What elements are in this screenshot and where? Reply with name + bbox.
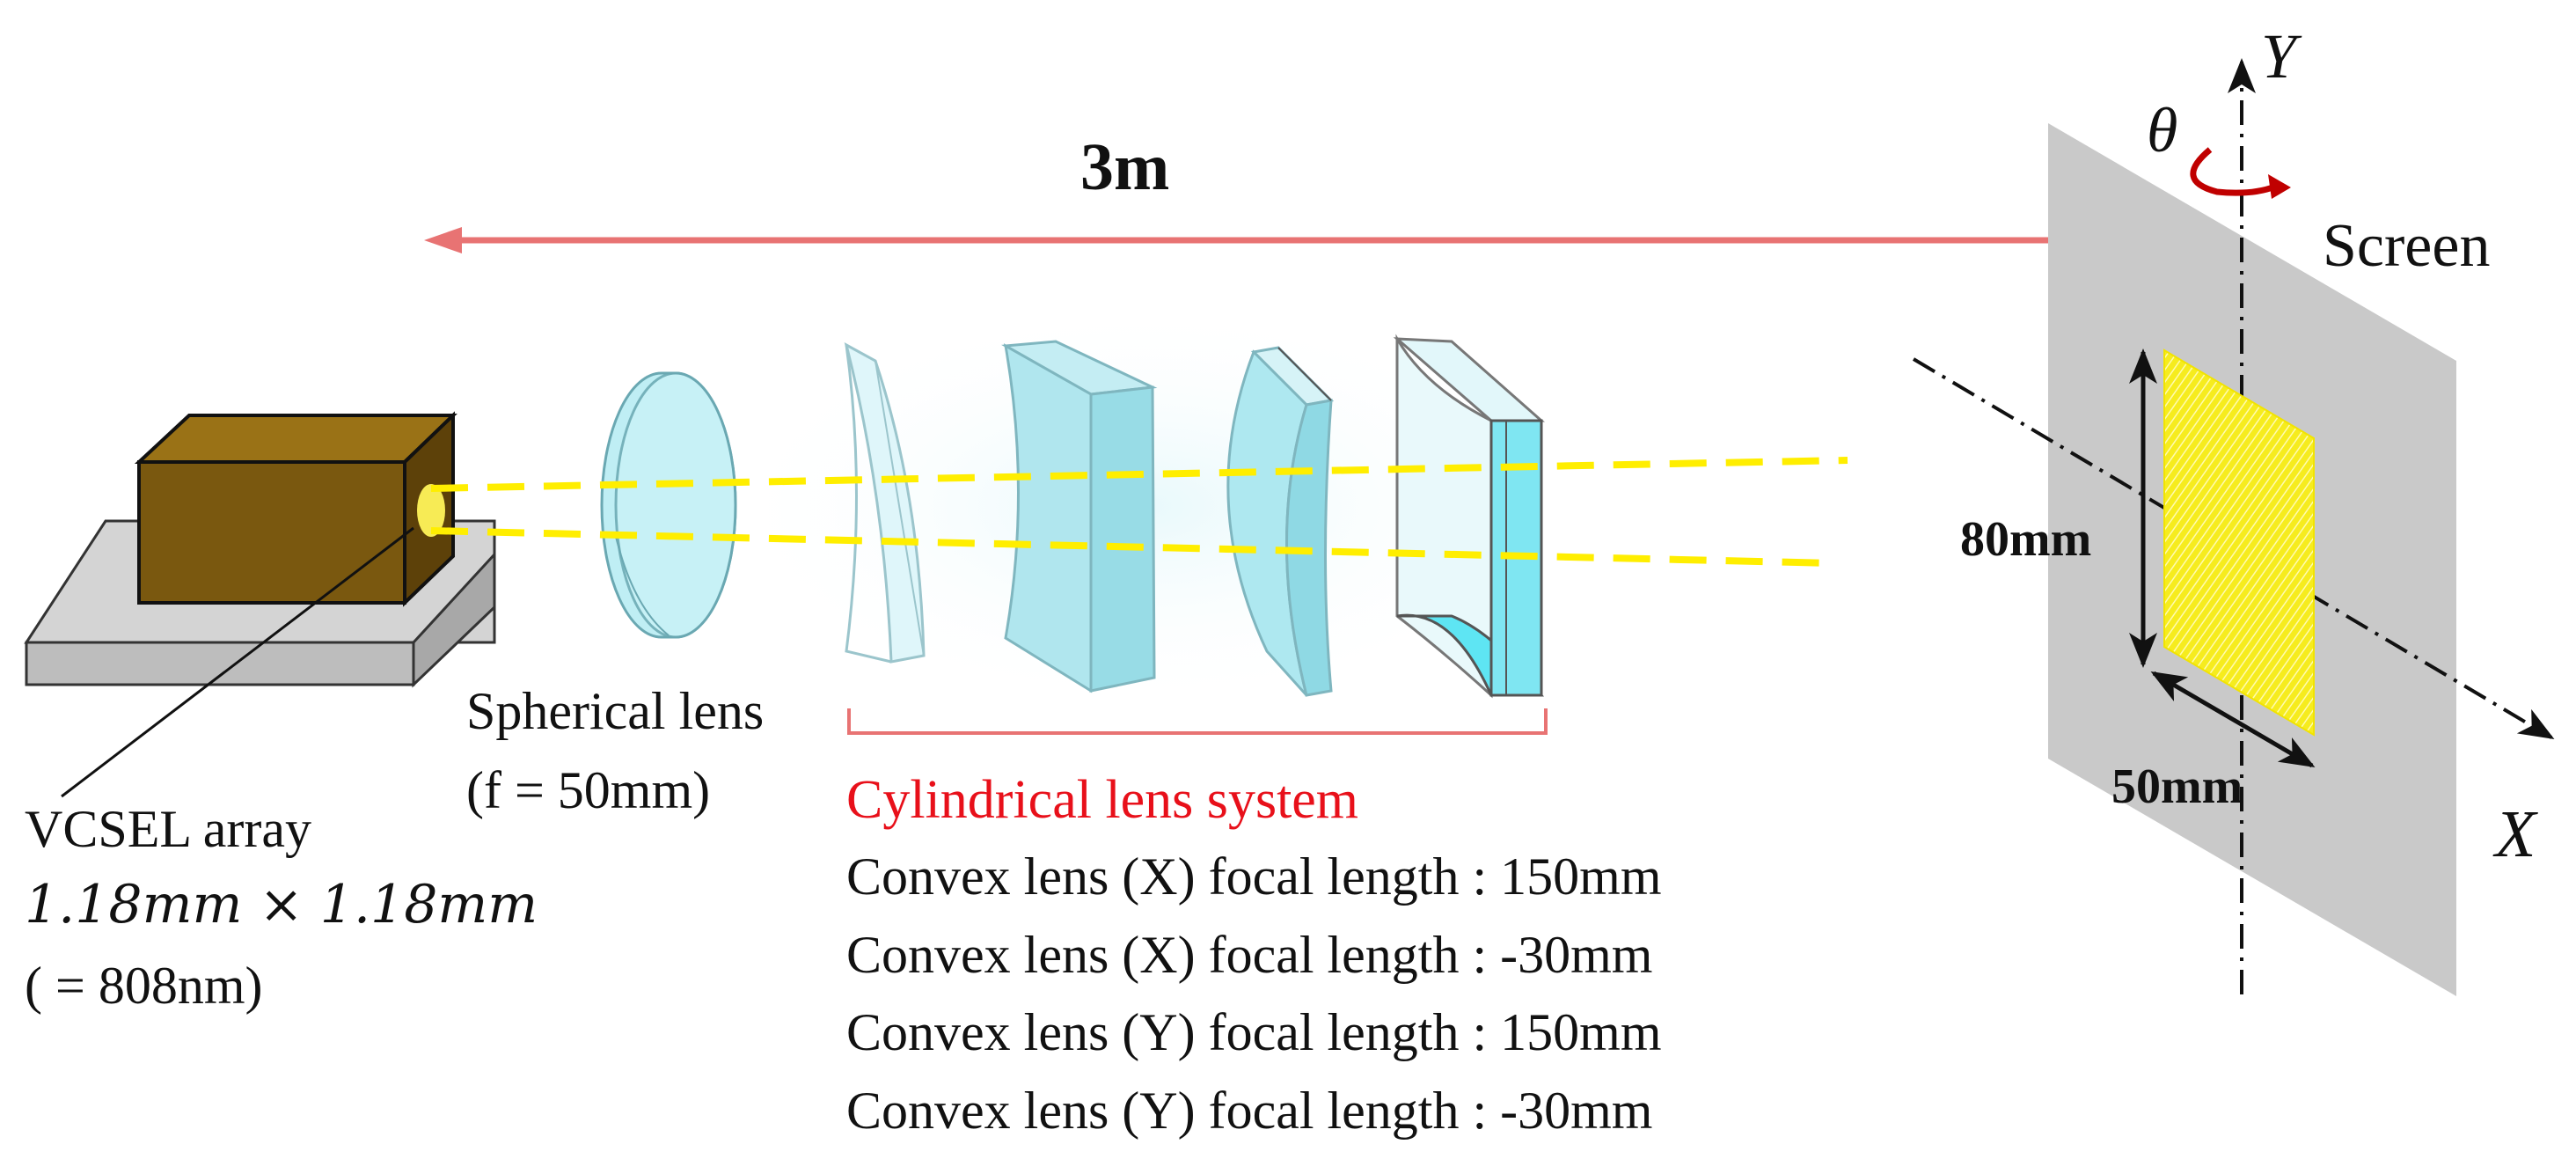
cylindrical-lens-1 [844,342,926,664]
laser-beam [430,457,1848,567]
vcsel-wavelength: ( = 808nm) [25,957,263,1015]
distance-label: 3m [1080,130,1170,204]
cylindrical-system-title: Cylindrical lens system [846,770,1359,830]
vcsel-title: VCSEL array [25,800,312,858]
theta-label: θ [2147,95,2178,165]
cylindrical-line-4: Convex lens (Y) focal length : -30mm [846,1082,1653,1140]
vcsel-pointer-line [61,526,414,798]
cylindrical-line-2: Convex lens (X) focal length : -30mm [846,926,1653,984]
cylindrical-lens-4 [1393,334,1545,699]
width-dimension-arrow [2150,671,2316,768]
y-axis-label: Y [2261,21,2297,92]
rotation-arrow [2190,147,2291,199]
distance-arrow [424,227,2224,253]
spherical-lens [600,371,737,639]
cylindrical-lens-2 [1001,340,1158,693]
width-dimension-label: 50mm [2111,759,2243,814]
height-dimension-label: 80mm [1960,512,2092,567]
cylindrical-line-3: Convex lens (Y) focal length : 150mm [846,1003,1662,1061]
spherical-lens-focal: (f = 50mm) [466,761,711,819]
cylindrical-line-1: Convex lens (X) focal length : 150mm [846,847,1662,906]
screen-label: Screen [2323,212,2491,280]
x-axis-label: X [2495,797,2536,871]
vcsel-size: 1.18mm × 1.18mm [25,874,538,935]
vcsel-housing [134,411,457,607]
spherical-lens-title: Spherical lens [466,682,765,740]
cylindrical-bracket [847,708,1548,735]
